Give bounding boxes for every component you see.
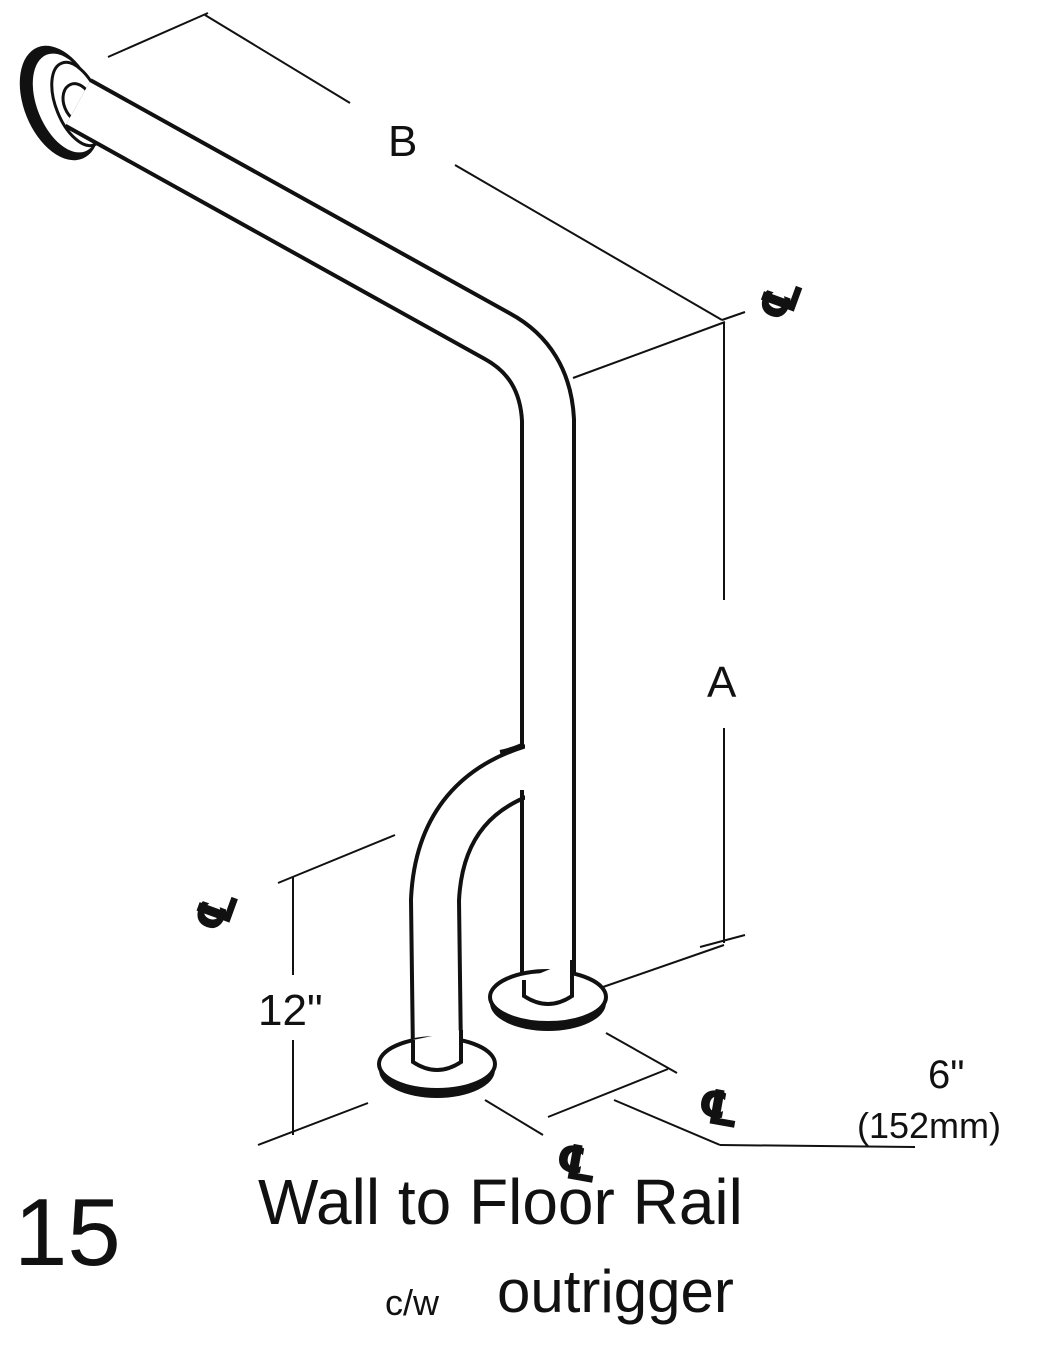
centerline-symbol-top: ℄	[747, 270, 814, 330]
outrigger-tube	[408, 700, 576, 1056]
dimension-12in-label: 12"	[258, 986, 323, 1035]
dimension-b-label: B	[388, 117, 417, 166]
floor-flange-outrigger	[377, 1030, 497, 1098]
dimension-6in-label: 6"	[928, 1053, 964, 1097]
product-subtitle-prefix: c/w	[385, 1282, 439, 1323]
product-title: Wall to Floor Rail	[258, 1166, 743, 1238]
dimension-a-label: A	[707, 658, 737, 707]
dimension-152mm-label: (152mm)	[857, 1105, 1001, 1146]
floor-flange-main	[488, 960, 608, 1031]
centerline-symbol-outrigger: ℄	[183, 881, 250, 941]
centerline-symbol-main-floor: ℄	[693, 1077, 745, 1140]
main-rail-tube	[64, 78, 576, 995]
item-number: 15	[14, 1179, 121, 1286]
product-subtitle: outrigger	[497, 1258, 734, 1325]
centerline-symbol-outrigger-floor: ℄	[551, 1132, 603, 1195]
dimension-lines	[107, 12, 916, 1148]
